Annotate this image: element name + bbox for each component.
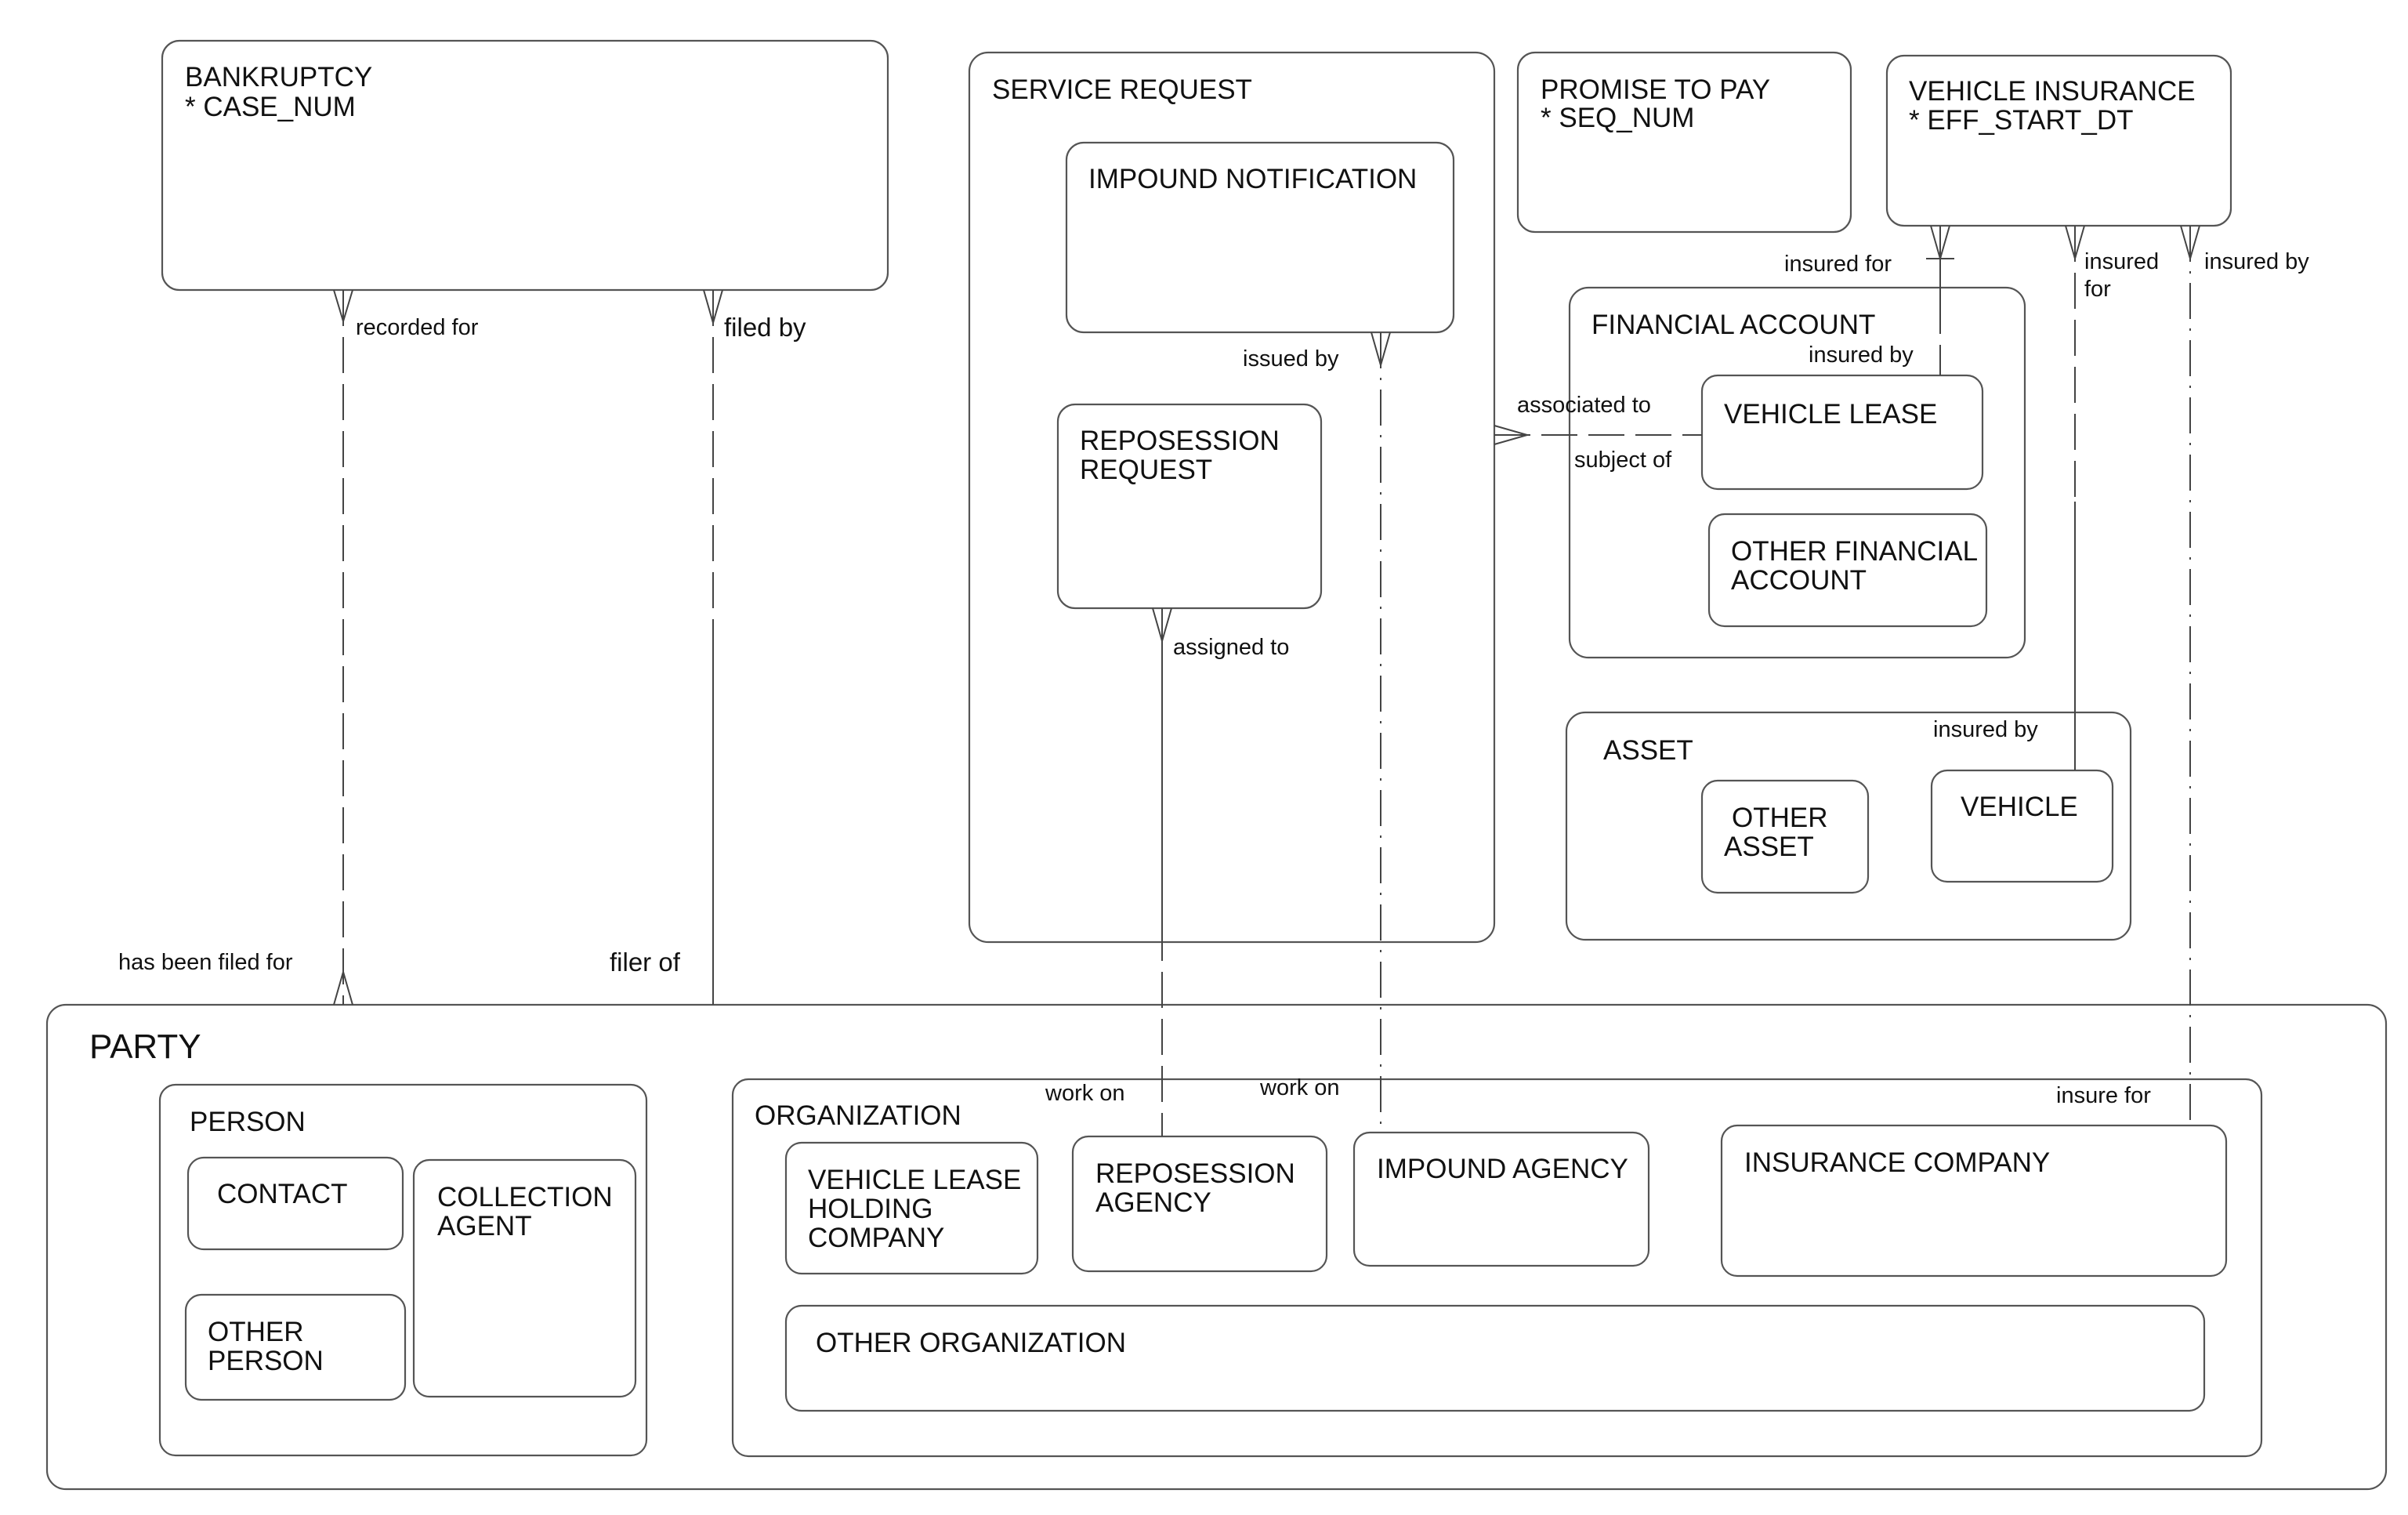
label-subject-of: subject of [1574, 448, 1672, 473]
label-repo-work-on: work on [1045, 1081, 1125, 1106]
asset-name: ASSET [1603, 735, 1693, 766]
label-recorded-for: recorded for [356, 315, 479, 340]
vehicle-lease-entity[interactable] [1700, 374, 1984, 491]
other-asset-entity[interactable] [1700, 779, 1870, 894]
crowsfoot-impound-notification [1371, 332, 1391, 368]
vlhc-name-line1: VEHICLE LEASE [808, 1165, 1021, 1195]
bankruptcy-entity[interactable] [161, 39, 889, 292]
other-financial-account-entity[interactable] [1707, 513, 1988, 628]
label-insured-for-line1: insured [2084, 249, 2159, 274]
contact-name: CONTACT [217, 1179, 348, 1209]
vehicle-entity[interactable] [1930, 769, 2114, 883]
promise-to-pay-entity[interactable] [1516, 51, 1852, 234]
bankruptcy-name: BANKRUPTCY [185, 62, 372, 92]
other-person-entity[interactable] [184, 1293, 407, 1401]
label-issued-by: issued by [1243, 346, 1339, 372]
other-asset-name-line1: OTHER [1732, 803, 1828, 833]
promise-to-pay-name: PROMISE TO PAY [1541, 74, 1770, 105]
impound-notification-name: IMPOUND NOTIFICATION [1088, 164, 1417, 194]
other-organization-name: OTHER ORGANIZATION [816, 1328, 1126, 1358]
reposession-agency-entity[interactable] [1071, 1135, 1328, 1273]
impound-notification-entity[interactable] [1065, 141, 1455, 334]
reposession-agency-name-line1: REPOSESSION [1095, 1158, 1295, 1189]
bankruptcy-attr: * CASE_NUM [185, 92, 356, 122]
insurance-company-name: INSURANCE COMPANY [1744, 1147, 2050, 1178]
contact-entity[interactable] [186, 1156, 404, 1251]
other-financial-account-name-line2: ACCOUNT [1731, 565, 1867, 596]
label-insured-by: insured by [2204, 249, 2309, 274]
reposession-request-name-line2: REQUEST [1080, 455, 1212, 485]
crowsfoot-repo-request [1152, 607, 1172, 644]
label-filed-by: filed by [724, 313, 806, 342]
label-filer-of: filer of [610, 948, 681, 977]
label-lease-insured-by: insured by [1809, 343, 1914, 368]
promise-to-pay-attr: * SEQ_NUM [1541, 103, 1694, 133]
financial-account-name: FINANCIAL ACCOUNT [1591, 310, 1875, 340]
insurance-company-entity[interactable] [1720, 1124, 2228, 1278]
crowsfoot-vi-vehicle [2065, 225, 2085, 262]
vehicle-lease-name: VEHICLE LEASE [1724, 399, 1937, 429]
party-name: PARTY [89, 1028, 201, 1066]
label-insured-for: insured for [1784, 252, 1892, 277]
other-person-name-line1: OTHER [208, 1317, 304, 1347]
impound-agency-name: IMPOUND AGENCY [1377, 1154, 1628, 1184]
vehicle-insurance-name: VEHICLE INSURANCE [1909, 76, 2196, 107]
crowsfoot-bankruptcy-filed [703, 289, 723, 326]
impound-agency-entity[interactable] [1352, 1131, 1650, 1267]
vlhc-name-line3: COMPANY [808, 1223, 944, 1253]
vehicle-name: VEHICLE [1961, 792, 2078, 822]
label-assigned-to: assigned to [1173, 635, 1289, 660]
reposession-request-name-line1: REPOSESSION [1080, 426, 1280, 456]
organization-name: ORGANIZATION [755, 1100, 961, 1131]
label-impound-work-on: work on [1259, 1075, 1340, 1100]
vehicle-insurance-attr: * EFF_START_DT [1909, 105, 2134, 136]
label-insure-for: insure for [2056, 1083, 2151, 1108]
person-name: PERSON [190, 1107, 306, 1137]
crowsfoot-bankruptcy-top [333, 289, 353, 324]
service-request-name: SERVICE REQUEST [992, 74, 1252, 105]
reposession-request-entity[interactable] [1056, 403, 1323, 610]
reposession-agency-name-line2: AGENCY [1095, 1187, 1211, 1218]
label-insured-for-line2: for [2084, 277, 2111, 302]
crowsfoot-service-request [1494, 425, 1530, 445]
other-person-name-line2: PERSON [208, 1346, 324, 1376]
vlhc-name-line2: HOLDING [808, 1194, 932, 1224]
collection-agent-name-line1: COLLECTION [437, 1182, 613, 1212]
other-asset-name-line2: ASSET [1724, 832, 1814, 862]
label-has-been-filed-for: has been filed for [118, 950, 293, 975]
vehicle-insurance-entity[interactable] [1885, 54, 2232, 227]
other-organization-entity[interactable] [784, 1304, 2206, 1412]
crowsfoot-party-recorded [333, 969, 353, 1006]
collection-agent-name-line2: AGENT [437, 1211, 532, 1241]
crowsfoot-vi-insurance-company [2180, 225, 2200, 262]
collection-agent-entity[interactable] [412, 1158, 637, 1398]
label-vehicle-insured-by: insured by [1933, 717, 2038, 742]
vehicle-lease-holding-company-entity[interactable] [784, 1141, 1039, 1275]
label-associated-to: associated to [1517, 393, 1651, 418]
other-financial-account-name-line1: OTHER FINANCIAL [1731, 536, 1978, 567]
